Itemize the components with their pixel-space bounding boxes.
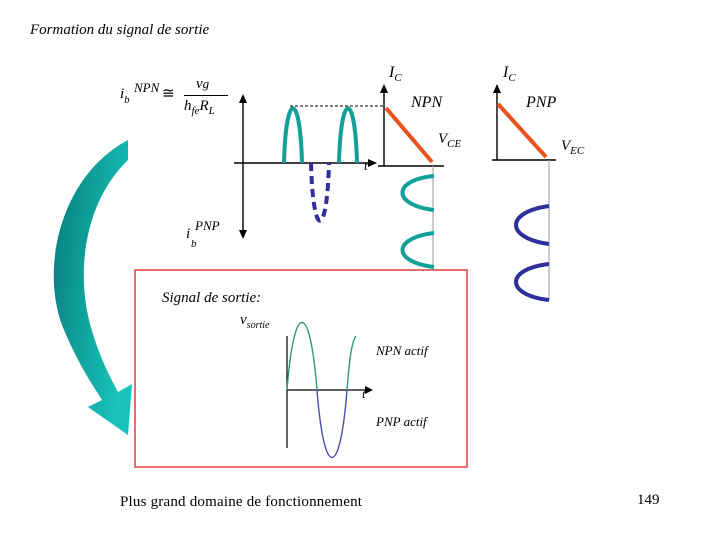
pnp-ic-arrow: [493, 84, 501, 93]
output-time-arrow: [365, 386, 373, 394]
curved-arrow-icon: [53, 140, 132, 435]
pnp-load-line: [496, 102, 548, 159]
formula-approx: ≅: [162, 86, 175, 102]
pnp-label-sub: b: [191, 238, 197, 250]
npn-ic-arrow: [380, 84, 388, 93]
npn-ic-var: I: [389, 64, 395, 81]
npn-ic-label: IC: [389, 64, 402, 84]
npn-vce-sub: CE: [447, 138, 462, 150]
formula-lhs-sub: b: [124, 94, 130, 106]
pnp-vec-sub: EC: [570, 145, 585, 157]
pnp-ic-var: I: [503, 64, 509, 81]
output-sine-pnp: [316, 389, 348, 458]
formula-num-var: v: [196, 76, 203, 92]
npn-ic-sub: C: [394, 72, 402, 84]
input-time-arrow: [368, 159, 377, 167]
output-vertical-label: vsortie: [240, 312, 270, 331]
slide-title: Formation du signal de sortie: [30, 22, 210, 38]
output-ylabel-sub: sortie: [246, 320, 270, 331]
pnp-label: PNP: [526, 94, 557, 111]
page-number: 149: [637, 492, 660, 508]
pnp-output-wave-2: [514, 262, 550, 302]
input-axis-arrow-down: [239, 230, 247, 239]
slide-footer: Plus grand domaine de fonctionnement: [120, 494, 363, 510]
pnp-vec-var: V: [561, 138, 571, 154]
formula-den-var: h: [184, 98, 192, 114]
formula-fraction-bar: [184, 95, 228, 96]
formula-den-sub2: L: [208, 105, 215, 117]
output-sine-npn: [286, 322, 318, 391]
pnp-vec-label: VEC: [561, 138, 585, 157]
output-sine-npn-2: [346, 335, 357, 391]
output-ylabel-var: v: [240, 312, 247, 328]
npn-output-wave-1: [400, 174, 435, 212]
pnp-active-note: PNP actif: [376, 414, 427, 429]
formula-num-sub: g: [202, 76, 210, 91]
input-axis-arrow-up: [239, 94, 247, 103]
formula-lhs-var: i: [120, 86, 125, 102]
formula-den-sub: fe: [191, 105, 200, 117]
pnp-input-halfwave: [309, 162, 331, 223]
input-time-label: t: [364, 158, 368, 173]
npn-output-wave-2: [400, 231, 435, 269]
npn-input-halfwave-1: [282, 106, 304, 164]
npn-vce-label: VCE: [438, 131, 462, 150]
pnp-label-sup: PNP: [195, 218, 220, 233]
output-heading: Signal de sortie:: [162, 290, 262, 306]
pnp-ic-label: IC: [503, 64, 516, 84]
npn-vce-var: V: [438, 131, 448, 147]
npn-load-line: [384, 106, 434, 164]
npn-input-halfwave-2: [337, 106, 359, 164]
output-time-label: t: [362, 386, 366, 401]
pnp-output-wave-1: [514, 204, 550, 246]
output-signal-box: [134, 269, 468, 468]
npn-label: NPN: [411, 94, 443, 111]
formula-den-var2: R: [199, 98, 209, 114]
pnp-label-var: i: [186, 226, 191, 242]
pnp-ic-sub: C: [508, 72, 516, 84]
npn-active-note: NPN actif: [376, 343, 428, 358]
formula-lhs-sup: NPN: [134, 80, 160, 95]
